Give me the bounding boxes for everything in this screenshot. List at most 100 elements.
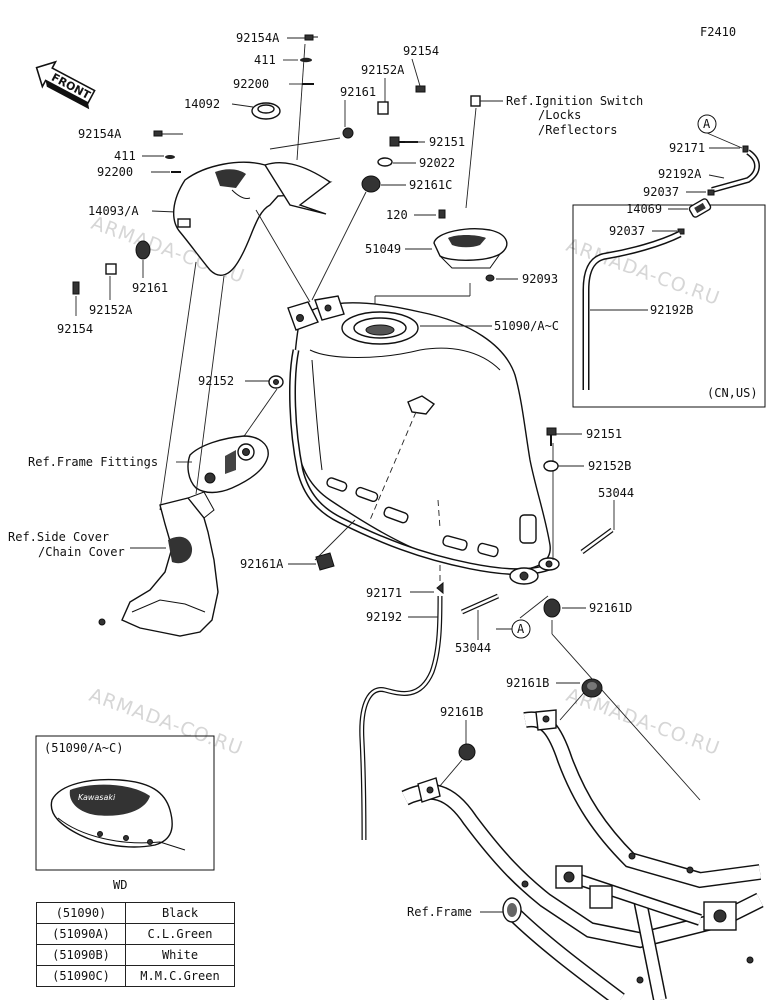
label-92161A: 92161A (240, 557, 284, 571)
hose-92192A-icon (711, 149, 760, 193)
label-51090: 51090/A~C (494, 319, 559, 333)
motorcycle-frame-icon (401, 709, 764, 1000)
drain-hose-92192-icon (359, 595, 443, 841)
check-valve-14069-icon (688, 198, 712, 218)
label-14092: 14092 (184, 97, 220, 111)
inset-tank-icon: Kawasaki (50, 778, 186, 851)
washer-411-left-icon (165, 155, 175, 159)
callout-A-bottom: A (511, 619, 531, 639)
ref-ignition-line3: /Reflectors (538, 123, 617, 137)
ignition-switch-plug-icon (470, 95, 481, 107)
leaders-top-center (374, 100, 518, 310)
label-92037-b: 92037 (609, 224, 645, 238)
label-53044-right: 53044 (598, 486, 634, 500)
label-92152A-left: 92152A (89, 303, 133, 317)
inset-caption: WD (113, 878, 127, 892)
ref-frame: Ref.Frame (407, 905, 472, 919)
color-code-cell: (51090C) (36, 965, 126, 987)
grommet-92161A-icon (315, 552, 335, 571)
tube-53044-right-icon (580, 527, 614, 555)
collar-92152A-left-icon (105, 263, 117, 275)
grommet-92161B-right-icon (581, 678, 603, 698)
collar-92152-mid-icon (268, 375, 284, 389)
label-92161B-right: 92161B (506, 676, 549, 690)
table-row: (51090) Black (36, 902, 235, 924)
label-92161B-left: 92161B (440, 705, 483, 719)
label-92151-right: 92151 (586, 427, 622, 441)
leaders-cover-down (159, 261, 225, 511)
label-92154-tr: 92154 (403, 44, 439, 58)
label-92037-a: 92037 (643, 185, 679, 199)
label-51049: 51049 (365, 242, 401, 256)
grommet-92161D-icon (543, 598, 561, 618)
bolt-92154-left-icon (72, 281, 80, 295)
collar-92152B-icon (543, 460, 559, 472)
filler-cap-51049-icon (433, 228, 508, 269)
label-92154A-top: 92154A (236, 31, 280, 45)
inset-wd: (51090/A~C) Kawasaki WD (35, 735, 215, 892)
cn-us-note: (CN,US) (707, 386, 758, 400)
ref-frame-fittings: Ref.Frame Fittings (28, 455, 158, 469)
callout-A-top-label: A (703, 117, 711, 131)
color-code-cell: (51090) (36, 902, 126, 924)
hose-92192B-icon (582, 230, 682, 390)
frame-fittings-bracket-icon (187, 435, 269, 494)
label-92192B: 92192B (650, 303, 693, 317)
screw-92154A-top-icon (304, 34, 318, 41)
table-row: (51090B) White (36, 944, 235, 966)
label-92192: 92192 (366, 610, 402, 624)
label-92151-top: 92151 (429, 135, 465, 149)
color-code-cell: (51090B) (36, 944, 126, 966)
bolt-92151-top-icon (389, 136, 418, 147)
grommet-92161-top-icon (342, 127, 354, 139)
figure-code: F2410 (700, 25, 736, 39)
tube-53044-bottom-icon (460, 593, 500, 615)
bolt-92151-right-icon (546, 427, 557, 446)
label-92154A-left: 92154A (78, 127, 122, 141)
label-92161D: 92161D (589, 601, 632, 615)
label-92161-left: 92161 (132, 281, 168, 295)
label-92154-left: 92154 (57, 322, 93, 336)
color-table: (51090) Black (51090A) C.L.Green (51090B… (36, 902, 235, 987)
inset-emblem: Kawasaki (78, 793, 116, 802)
callout-A-top: A (697, 114, 717, 134)
clamp-92037-a-icon (707, 189, 715, 196)
grommet-92161C-icon (361, 175, 381, 193)
callout-A-bottom-label: A (517, 622, 525, 636)
color-name-cell: White (125, 944, 235, 966)
leaders-top-left (142, 37, 421, 213)
cn-us-evap-box: (CN,US) (572, 204, 766, 408)
label-92200-left: 92200 (97, 165, 133, 179)
bolt-92154-tr-icon (415, 85, 426, 93)
color-name-cell: C.L.Green (125, 923, 235, 945)
ref-side-cover-line1: Ref.Side Cover (8, 530, 109, 544)
label-92171-mid: 92171 (366, 586, 402, 600)
clamp-92171-mid-icon (436, 581, 444, 595)
screw-92154A-left-icon (153, 130, 163, 137)
color-code-cell: (51090A) (36, 923, 126, 945)
label-92161-top: 92161 (340, 85, 376, 99)
label-120: 120 (386, 208, 408, 222)
color-name-cell: Black (125, 902, 235, 924)
label-92152-mid: 92152 (198, 374, 234, 388)
label-411-top: 411 (254, 53, 276, 67)
label-53044-bottom: 53044 (455, 641, 491, 655)
collar-92152A-top-icon (377, 101, 389, 115)
washer-92022-icon (377, 157, 393, 167)
grommet-92161B-left-icon (458, 743, 476, 761)
table-row: (51090C) M.M.C.Green (36, 965, 235, 987)
table-row: (51090A) C.L.Green (36, 923, 235, 945)
label-14093A: 14093/A (88, 204, 139, 218)
grommet-92161-left-icon (135, 240, 151, 260)
label-92161C: 92161C (409, 178, 452, 192)
label-92152B: 92152B (588, 459, 631, 473)
label-92022: 92022 (419, 156, 455, 170)
side-cover-bracket-icon (98, 491, 219, 637)
screw-120-icon (438, 209, 446, 219)
clamp-92171-box-icon (742, 145, 749, 153)
label-92093: 92093 (522, 272, 558, 286)
label-92152A-top: 92152A (361, 63, 405, 77)
color-name-cell: M.M.C.Green (125, 965, 235, 987)
front-arrow-icon: FRONT (35, 60, 96, 110)
